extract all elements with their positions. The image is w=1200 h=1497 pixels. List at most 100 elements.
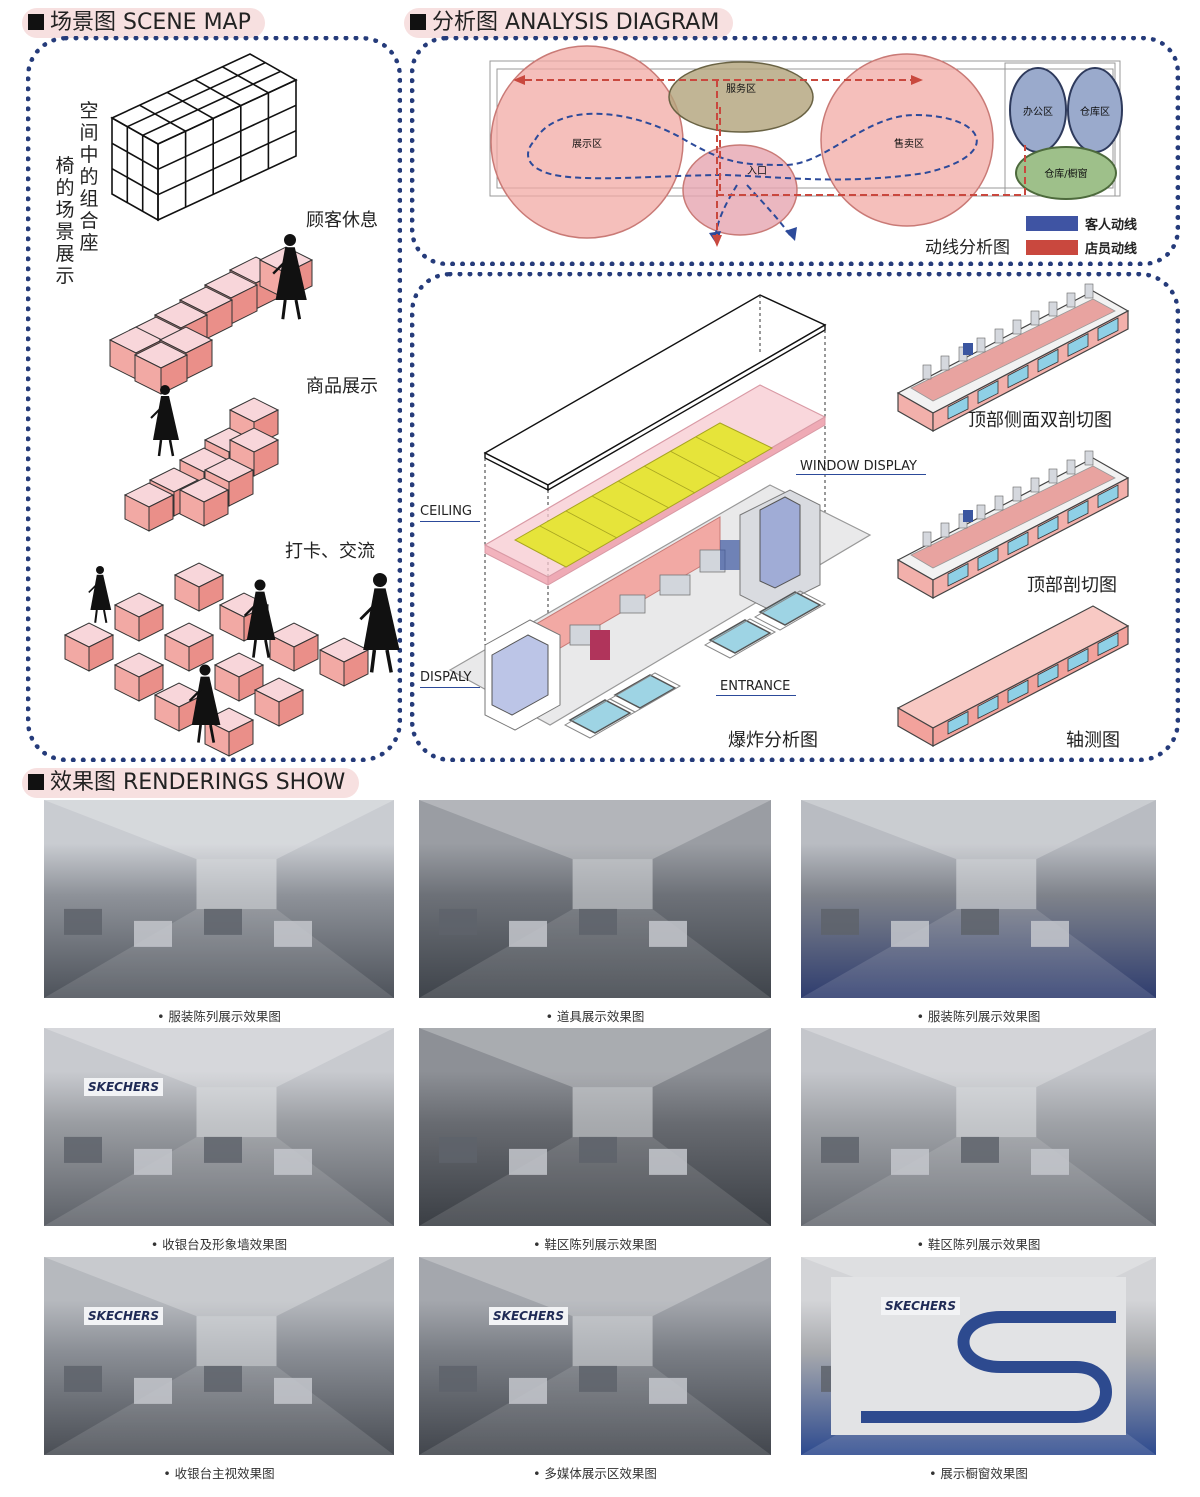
label-checkin-exchange: 打卡、交流 — [285, 541, 375, 562]
label-ceiling: CEILING — [420, 504, 472, 519]
double-section-fixture-8 — [1066, 292, 1076, 308]
rendering-image-7: SKECHERS — [44, 1257, 394, 1455]
zone-label-3: 售卖区 — [894, 137, 924, 150]
axonometric-window-3 — [1037, 663, 1059, 688]
top-section-window-4 — [1067, 500, 1089, 524]
rendering-image-4: SKECHERS — [44, 1028, 394, 1226]
axonometric-body — [896, 605, 1130, 729]
legend-guest-swatch — [1026, 216, 1078, 231]
caption-top-section: 顶部剖切图 — [1027, 575, 1117, 596]
axonometric-window-1 — [977, 695, 999, 719]
label-customer-rest: 顾客休息 — [306, 210, 378, 231]
double-section-window-0 — [947, 395, 969, 420]
top-section-fixture-6 — [1030, 477, 1040, 493]
rendering-scene-9 — [801, 1257, 1156, 1455]
explode-analysis-frame — [410, 272, 1180, 762]
rendering-image-6 — [801, 1028, 1156, 1226]
double-section-fixture-7 — [1048, 301, 1058, 317]
rendering-caption-4: • 收银台及形象墙效果图 — [150, 1237, 288, 1252]
caption-axonometric: 轴测图 — [1066, 730, 1120, 751]
display-cube-7 — [178, 477, 230, 527]
rendering-image-2 — [419, 800, 771, 998]
double-section-view — [896, 283, 1130, 433]
rendering-scene-3 — [801, 800, 1156, 998]
top-section-fixture-1 — [940, 522, 950, 538]
double-section-fixture-4 — [994, 328, 1004, 344]
rest-seating-cubes — [108, 234, 314, 395]
rest-cube-8 — [133, 341, 189, 395]
skechers-logo-8: SKECHERS — [489, 1307, 569, 1325]
rendering-image-1 — [44, 800, 394, 998]
display-cube-6 — [123, 482, 175, 532]
zone-label-4: 办公区 — [1023, 105, 1053, 118]
scene-vertical-col1: 空间中的组合座 — [79, 100, 99, 254]
top-section-fixture-0 — [922, 531, 932, 547]
double-section-body — [896, 290, 1130, 414]
rendering-scene-8 — [419, 1257, 771, 1455]
top-section-window-2 — [1007, 531, 1029, 556]
display-leader — [420, 687, 480, 688]
visitor-figure-4 — [188, 664, 221, 743]
top-section-body — [896, 457, 1130, 581]
double-section-window-3 — [1037, 348, 1059, 373]
double-section-window-2 — [1007, 364, 1029, 389]
zone-label-0: 服务区 — [726, 82, 756, 95]
rendering-caption-3: • 服装陈列展示效果图 — [916, 1009, 1041, 1024]
skechers-logo-9: SKECHERS — [881, 1297, 961, 1315]
legend-staff-label: 店员动线 — [1085, 242, 1138, 257]
top-section-fixture-9 — [1084, 450, 1094, 466]
double-section-window-4 — [1067, 333, 1089, 357]
zone-label-6: 仓库/橱窗 — [1044, 167, 1087, 180]
exchange-cube-0 — [173, 562, 225, 612]
double-section-fixture-5 — [1012, 319, 1022, 335]
legend-staff-swatch — [1026, 240, 1078, 255]
double-section-fixture-1 — [940, 355, 950, 371]
legend-guest-label: 客人动线 — [1085, 218, 1138, 233]
explode-caption: 爆炸分析图 — [728, 730, 818, 751]
flow-analysis-caption: 动线分析图 — [925, 238, 1010, 258]
exchange-cubes — [63, 562, 400, 757]
rendering-caption-6: • 鞋区陈列展示效果图 — [916, 1237, 1041, 1252]
top-section-fixture-4 — [994, 495, 1004, 511]
rendering-caption-8: • 多媒体展示区效果图 — [533, 1466, 657, 1481]
rendering-caption-9: • 展示橱窗效果图 — [929, 1466, 1028, 1481]
rendering-caption-2: • 道具展示效果图 — [545, 1009, 645, 1024]
label-entrance: ENTRANCE — [720, 679, 791, 694]
window-leader — [796, 474, 926, 475]
rendering-image-9: SKECHERS — [801, 1257, 1156, 1455]
top-section-window-3 — [1037, 515, 1059, 540]
ceiling-leader — [420, 521, 480, 522]
scene-map-title: 场景图 SCENE MAP — [22, 8, 265, 38]
display-cubes — [123, 385, 280, 532]
label-product-display: 商品展示 — [306, 376, 378, 397]
top-section-view — [896, 450, 1130, 600]
rendering-scene-7 — [44, 1257, 394, 1455]
top-section-window-1 — [977, 547, 999, 571]
skechers-logo-7: SKECHERS — [84, 1307, 164, 1325]
double-section-fixture-6 — [1030, 310, 1040, 326]
exchange-cube-10 — [253, 677, 305, 727]
top-section-window-5 — [1097, 484, 1119, 509]
top-section-fixture-8 — [1066, 459, 1076, 475]
top-section-blue-fixture — [963, 510, 973, 522]
label-display: DISPALY — [420, 670, 472, 685]
visitor-figure-3 — [359, 573, 400, 673]
flow-analysis-diagram: 服务区 展示区 入口 售卖区 办公区 仓库区 仓库/橱窗 — [489, 45, 1123, 247]
rendering-scene-5 — [419, 1028, 771, 1226]
rendering-caption-1: • 服装陈列展示效果图 — [157, 1009, 281, 1024]
grid-box-wireframe — [110, 53, 298, 222]
exchange-cube-6 — [113, 652, 165, 702]
label-window-display: WINDOW DISPLAY — [800, 459, 917, 474]
double-section-fixture-0 — [922, 364, 932, 380]
rendering-image-3 — [801, 800, 1156, 998]
customer-standing-figure — [272, 234, 307, 320]
rendering-scene-2 — [419, 800, 771, 998]
exchange-cube-1 — [113, 592, 165, 642]
double-section-fixture-3 — [976, 337, 986, 353]
rendering-caption-7: • 收银台主视效果图 — [163, 1466, 275, 1481]
scene-map-frame — [26, 36, 402, 762]
double-section-window-5 — [1097, 317, 1119, 342]
axonometric-window-0 — [947, 710, 969, 735]
rendering-scene-1 — [44, 800, 394, 998]
flow-analysis-frame — [410, 36, 1180, 266]
